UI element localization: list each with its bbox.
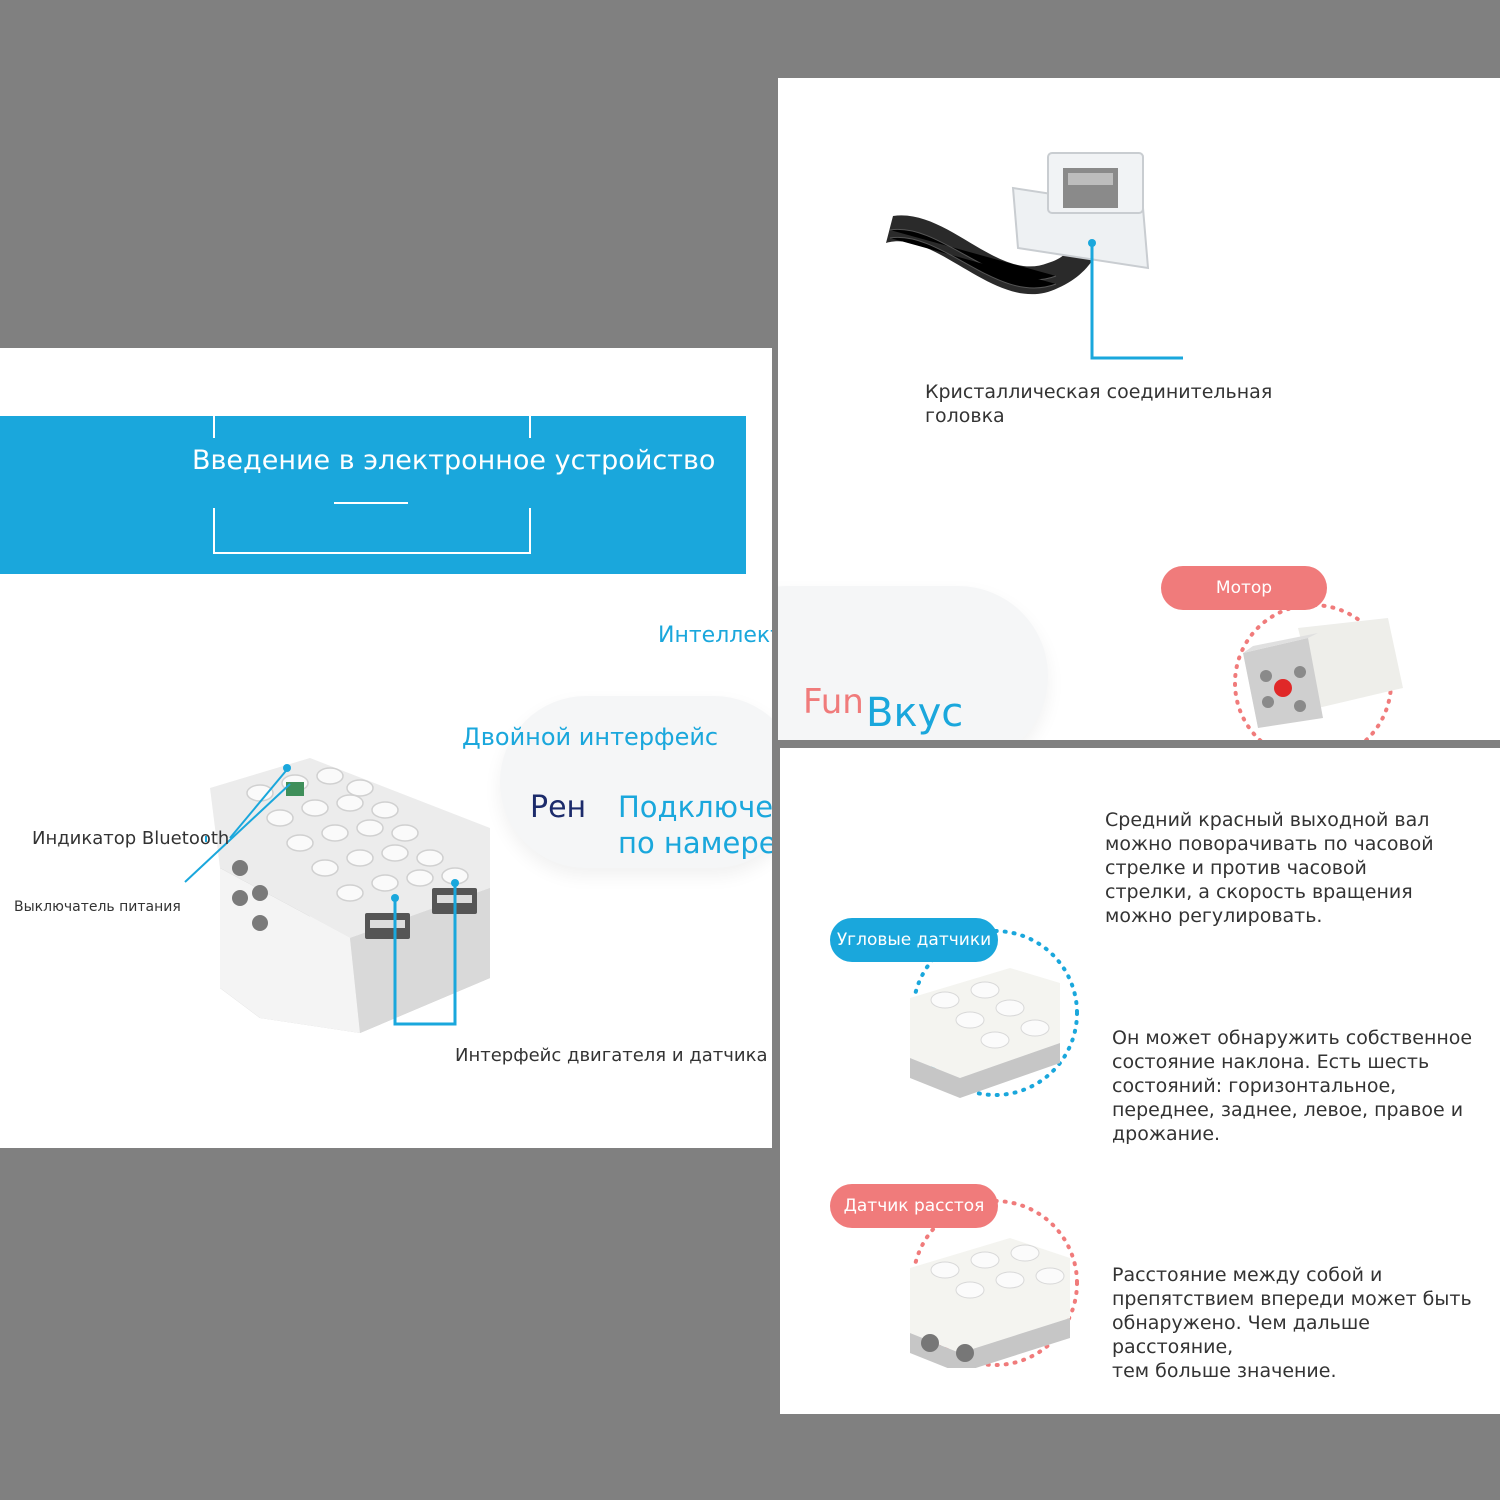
cable-label-line1: Кристаллическая соединительная [925, 381, 1273, 403]
brand-vkus: Вкус [866, 690, 964, 736]
banner-underline [334, 502, 408, 504]
feature-connection-line2: по намерению [618, 826, 772, 860]
brand-pill-right [778, 586, 1048, 740]
feature-connection-line1: Подключение [618, 790, 772, 824]
callout-lines [184, 764, 459, 1026]
feature-ren-prefix: Рен [530, 790, 587, 825]
banner-frame-gap [200, 438, 540, 508]
tilt-sensor-badge: Угловые датчики [830, 918, 998, 962]
brand-fun: Fun [803, 682, 864, 722]
brand-pill [500, 696, 772, 868]
tilt-desc-line: Он может обнаружить собственное [1112, 1027, 1473, 1049]
connection-cable-image [886, 152, 1150, 295]
tilt-sensor-image [910, 929, 1079, 1098]
distance-sensor-image [910, 1199, 1079, 1368]
distance-description: Расстояние между собой и препятствием вп… [1112, 1263, 1497, 1383]
label-power-switch: Выключатель питания [14, 899, 181, 915]
tilt-desc-line: переднее, заднее, левое, правое и [1112, 1099, 1464, 1121]
cable-label-line2: головка [925, 405, 1005, 427]
tilt-desc-line: состояние наклона. Есть шесть [1112, 1051, 1430, 1073]
tilt-desc-line: состояний: горизонтальное, [1112, 1075, 1397, 1097]
intro-banner: Введение в электронное устройство [0, 416, 746, 574]
left-panel: Введение в электронное устройство Интелл… [0, 348, 772, 1148]
label-motor-sensor-interface: Интерфейс двигателя и датчика [455, 1045, 768, 1066]
smart-hub-image [210, 758, 490, 1033]
tilt-description: Он может обнаружить собственное состояни… [1112, 1026, 1492, 1146]
motor-desc-line: можно поворачивать по часовой [1105, 833, 1434, 855]
distance-sensor-badge: Датчик расстоя [830, 1184, 998, 1228]
feature-intelligent-sensing: Интеллектуальное зондирования [658, 623, 772, 648]
motor-badge: Мотор [1161, 566, 1327, 610]
motor-description: Средний красный выходной вал можно повор… [1105, 808, 1485, 928]
cable-callout-line [1088, 239, 1183, 360]
motor-desc-line: стрелке и против часовой [1105, 857, 1367, 879]
motor-desc-line: можно регулировать. [1105, 905, 1323, 927]
distance-desc-line: обнаружено. Чем дальше расстояние, [1112, 1312, 1370, 1358]
tilt-desc-line: дрожание. [1112, 1123, 1221, 1145]
top-right-panel: Кристаллическая соединительная головка F… [778, 78, 1500, 740]
distance-desc-line: Расстояние между собой и [1112, 1264, 1383, 1286]
bluetooth-callout-line [205, 836, 207, 842]
feature-dual-interface: Двойной интерфейс [462, 723, 719, 751]
bottom-right-panel: Средний красный выходной вал можно повор… [780, 748, 1500, 1414]
banner-title: Введение в электронное устройство [192, 445, 716, 476]
label-bluetooth-indicator: Индикатор Bluetooth [32, 828, 230, 849]
distance-desc-line: тем больше значение. [1112, 1360, 1337, 1382]
motor-image [1233, 603, 1403, 740]
distance-desc-line: препятствием впереди может быть [1112, 1288, 1472, 1310]
motor-desc-line: стрелки, а скорость вращения [1105, 881, 1413, 903]
motor-desc-line: Средний красный выходной вал [1105, 809, 1430, 831]
